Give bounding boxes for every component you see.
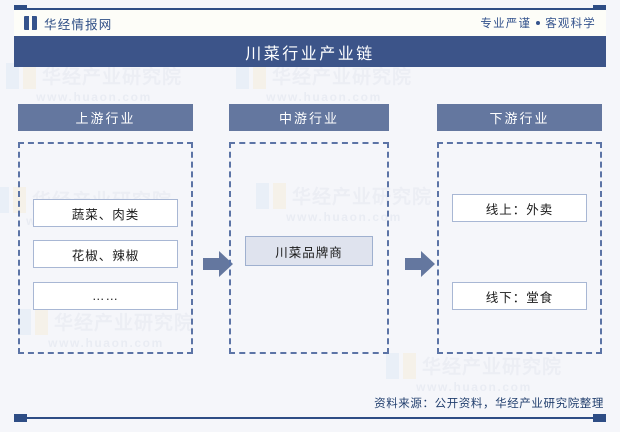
watermark: 华经产业研究院 www.huaon.com: [236, 62, 412, 104]
page-title: 川菜行业产业链: [245, 45, 375, 63]
slogan-right-text: 客观科学: [545, 18, 596, 30]
node-label: 川菜品牌商: [275, 245, 343, 260]
node-label: 花椒、辣椒: [71, 248, 140, 263]
title-bar: 川菜行业产业链: [14, 36, 606, 67]
watermark: 华经产业研究院 www.huaon.com: [6, 62, 182, 104]
top-rule-left-cap: [14, 5, 27, 13]
column-header-downstream: 下游行业: [437, 104, 602, 131]
arrow-midstream-to-downstream-icon: [405, 251, 435, 277]
node-label: 线下：堂食: [485, 290, 554, 305]
column-header-label: 下游行业: [489, 111, 550, 126]
column-body-midstream: 川菜品牌商: [229, 142, 389, 354]
column-body-downstream: 线上：外卖 线下：堂食: [437, 142, 602, 354]
top-rule-right-cap: [593, 5, 606, 13]
column-header-label: 中游行业: [278, 111, 339, 126]
book-pages-icon: [24, 16, 37, 30]
node-midstream-0[interactable]: 川菜品牌商: [245, 236, 373, 266]
arrow-upstream-to-midstream-icon: [203, 251, 233, 277]
node-upstream-0[interactable]: 蔬菜、肉类: [33, 199, 178, 227]
brand-name: 华经情报网: [44, 17, 113, 32]
header-slogan: 专业严谨 客观科学: [480, 15, 596, 31]
column-upstream: 上游行业 蔬菜、肉类 花椒、辣椒 ……: [18, 104, 193, 354]
node-label: 线上：外卖: [485, 202, 554, 217]
node-upstream-1[interactable]: 花椒、辣椒: [33, 240, 178, 268]
node-label: 蔬菜、肉类: [71, 207, 140, 222]
column-downstream: 下游行业 线上：外卖 线下：堂食: [437, 104, 602, 354]
column-header-upstream: 上游行业: [18, 104, 193, 131]
column-header-label: 上游行业: [75, 111, 136, 126]
bottom-rule-right-cap: [593, 414, 606, 422]
watermark-url: www.huaon.com: [416, 380, 532, 394]
slogan-left-text: 专业严谨: [480, 18, 532, 30]
watermark-url: www.huaon.com: [266, 90, 382, 104]
top-divider-rule: [14, 5, 606, 13]
watermark-url: www.huaon.com: [36, 90, 152, 104]
brand: 华经情报网: [24, 14, 113, 33]
header-bar: 华经情报网 专业严谨 客观科学: [14, 10, 606, 36]
bottom-divider-rule: [14, 414, 606, 422]
source-note: 资料来源：公开资料，华经产业研究院整理: [374, 398, 604, 410]
column-body-upstream: 蔬菜、肉类 花椒、辣椒 ……: [18, 142, 193, 354]
industry-chain-diagram: 上游行业 蔬菜、肉类 花椒、辣椒 …… 中游行业: [14, 104, 606, 382]
column-midstream: 中游行业 川菜品牌商: [229, 104, 389, 354]
node-downstream-1[interactable]: 线下：堂食: [452, 282, 587, 310]
column-header-midstream: 中游行业: [229, 104, 389, 131]
bullet-dot-icon: [536, 21, 541, 25]
bottom-rule-left-cap: [14, 414, 27, 422]
node-label: ……: [92, 289, 119, 303]
node-downstream-0[interactable]: 线上：外卖: [452, 194, 587, 222]
node-upstream-2[interactable]: ……: [33, 282, 178, 310]
